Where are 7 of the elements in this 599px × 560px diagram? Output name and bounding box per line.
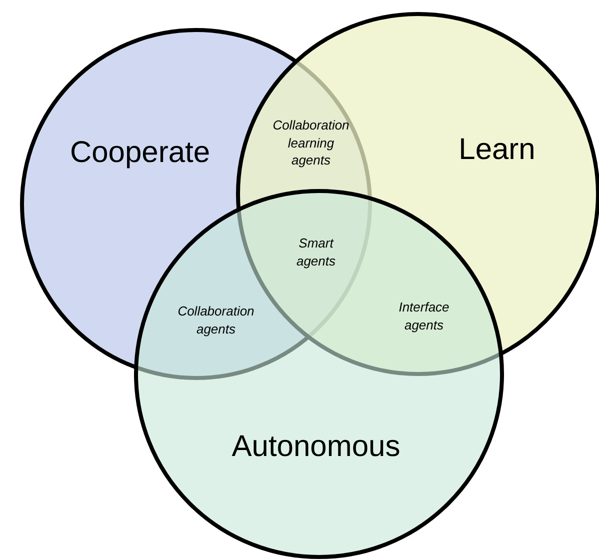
intersection-label: Interface agents (398, 298, 450, 334)
intersection-label: Collaboration learning agents (272, 116, 350, 170)
set-label: Learn (458, 133, 536, 167)
set-label: Cooperate (70, 136, 210, 170)
set-label: Autonomous (232, 430, 400, 464)
intersection-label: Smart agents (295, 234, 337, 270)
intersection-label: Collaboration agents (176, 302, 256, 338)
